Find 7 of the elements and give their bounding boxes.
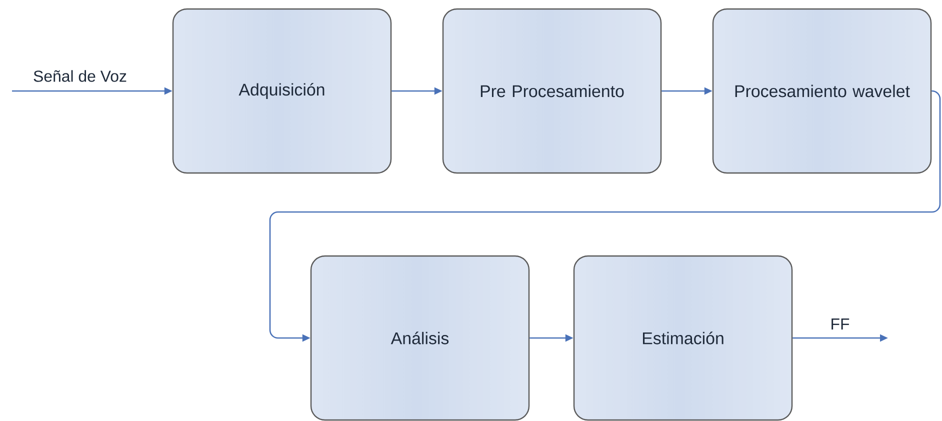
process-box: Análisis xyxy=(310,255,530,421)
process-box: Estimación xyxy=(573,255,793,421)
edge-label: FF xyxy=(832,318,850,330)
edge-label: Señal de Voz xyxy=(34,70,126,82)
process-box: Procesamiento wavelet xyxy=(712,8,932,174)
process-box: Adquisición xyxy=(172,8,392,174)
process-box: Pre Procesamiento xyxy=(442,8,662,174)
